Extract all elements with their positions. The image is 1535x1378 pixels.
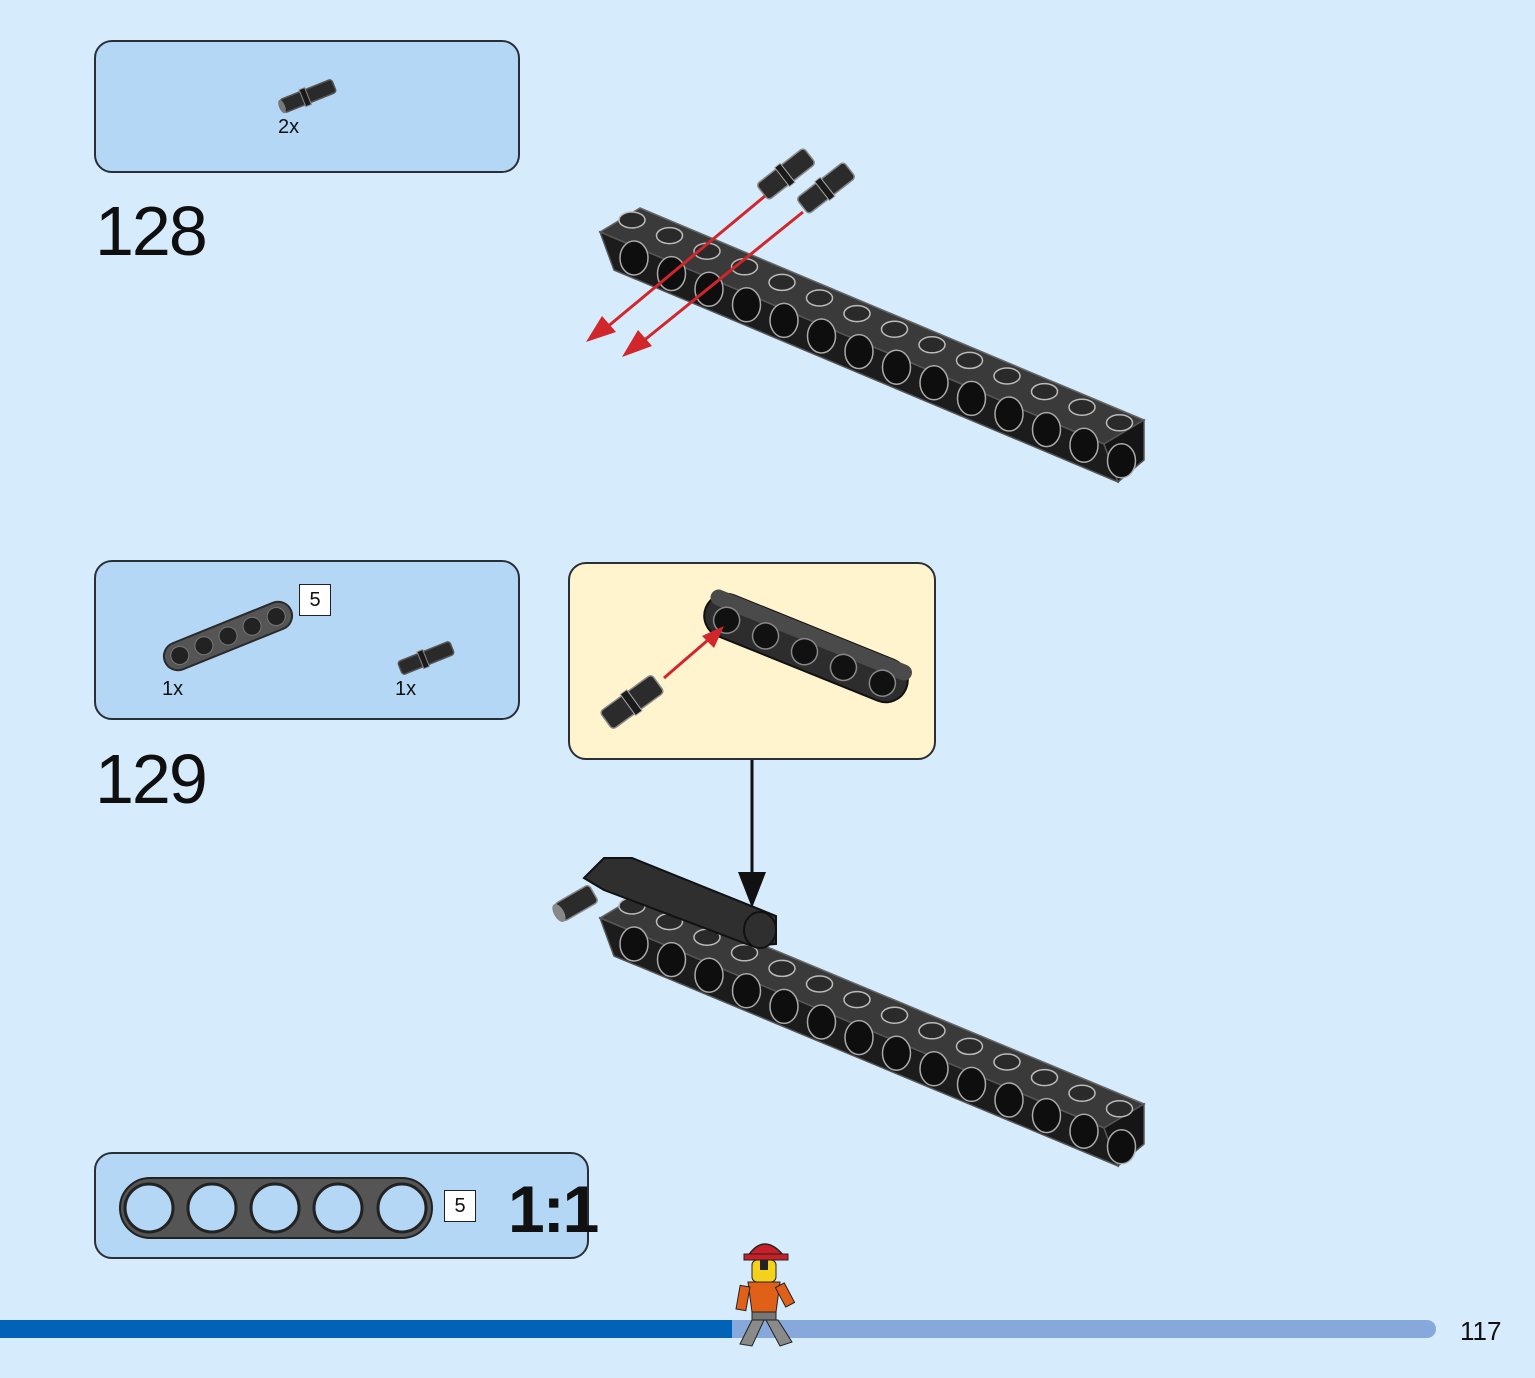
brick-stud [843, 990, 871, 1009]
brick-hole [731, 973, 762, 1009]
brick-hole [769, 988, 799, 1025]
brick-hole [694, 957, 724, 993]
pin-icon [278, 79, 337, 114]
brick-stud [768, 959, 796, 978]
brick-stud [618, 897, 646, 915]
callout-illustration [600, 589, 912, 729]
brick-stud [1105, 414, 1134, 432]
brick-stud [1105, 1100, 1134, 1118]
brick-hole [656, 941, 687, 978]
brick-stud [955, 351, 984, 370]
brick-hole [1106, 443, 1137, 479]
sub-assembly-callout [568, 562, 936, 760]
beam-length-tag: 5 [444, 1190, 476, 1222]
brick-stud [1030, 1068, 1059, 1087]
technic-beam-on-brick [582, 857, 777, 949]
brick-hole [1031, 411, 1062, 448]
callout-pointer-arrow [738, 760, 766, 908]
brick-stud [993, 367, 1021, 385]
part-qty: 1x [395, 678, 417, 700]
part-qty: 2x [278, 116, 300, 138]
pin-icon [600, 675, 664, 729]
progress-done [0, 1320, 733, 1338]
technic-beam-icon [162, 600, 455, 675]
brick-hole [956, 380, 987, 417]
brick-stud [805, 975, 834, 993]
brick-stud [918, 336, 946, 354]
brick-hole [694, 271, 724, 307]
brick-hole [806, 318, 837, 354]
brick-hole [919, 1051, 949, 1087]
brick-stud [955, 1037, 984, 1056]
brick-hole [806, 1004, 837, 1040]
brick-stud [655, 912, 684, 931]
brick-stud [768, 273, 796, 292]
insertion-arrow [586, 194, 804, 357]
brick-stud [693, 242, 721, 260]
parts-list-step-128: 2x [94, 40, 520, 173]
brick-hole [844, 333, 874, 370]
step-number: 128 [95, 192, 208, 270]
technic-brick-1x16 [598, 207, 1146, 484]
brick-stud [1030, 382, 1059, 401]
brick-hole [1069, 427, 1099, 463]
scale-label: 1:1 [508, 1172, 599, 1246]
part-qty: 1x [162, 678, 184, 700]
pin-icon [757, 148, 815, 200]
brick-stud [805, 289, 834, 307]
technic-beam-icon [703, 589, 912, 704]
pin-icon [552, 885, 598, 923]
brick-stud [730, 944, 759, 962]
brick-hole [619, 926, 649, 962]
brick-hole [1069, 1113, 1099, 1149]
pin-icon [797, 162, 855, 214]
brick-stud [655, 226, 684, 245]
brick-hole [619, 240, 649, 276]
brick-hole [956, 1066, 987, 1103]
beam-scale-ruler [119, 1177, 433, 1239]
pin-icon [397, 641, 455, 675]
brick-hole [919, 365, 949, 401]
brick-hole [1031, 1097, 1062, 1134]
page-number: 117 [1460, 1316, 1502, 1346]
beam-length-tag: 5 [299, 584, 331, 616]
brick-stud [1068, 398, 1096, 416]
insertion-arrow [663, 626, 724, 680]
technic-brick-1x16 [598, 893, 1146, 1168]
parts-list-step-129: 5 1x 1x [94, 560, 520, 720]
brick-hole [731, 287, 762, 323]
brick-stud [880, 320, 909, 338]
brick-stud [993, 1053, 1021, 1071]
brick-hole [656, 255, 687, 292]
brick-stud [843, 304, 871, 323]
brick-hole [844, 1019, 874, 1056]
brick-hole [769, 302, 799, 339]
brick-stud [880, 1006, 909, 1024]
brick-stud [918, 1022, 946, 1040]
brick-stud [1068, 1084, 1096, 1102]
brick-hole [994, 1082, 1024, 1118]
step-number: 129 [95, 740, 208, 818]
scale-ruler-box: 5 1:1 [94, 1152, 599, 1259]
brick-hole [1106, 1129, 1137, 1165]
brick-hole [881, 349, 912, 385]
brick-stud [693, 928, 721, 946]
brick-hole [994, 396, 1024, 432]
brick-stud [618, 211, 646, 229]
progress-bar [0, 1320, 1436, 1338]
brick-stud [730, 258, 759, 276]
brick-hole [881, 1035, 912, 1071]
